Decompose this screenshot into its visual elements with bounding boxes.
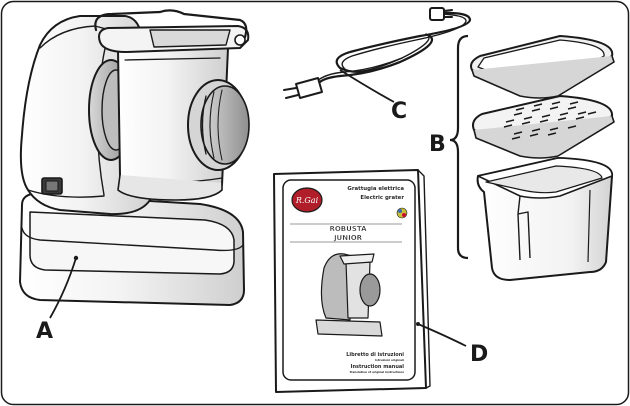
callout-b: B xyxy=(429,132,446,157)
appliance-connector xyxy=(429,7,453,21)
pressure-lever xyxy=(158,9,248,42)
language-flag-icon xyxy=(396,207,408,219)
callout-d: D xyxy=(470,342,488,367)
svg-text:R.Gai: R.Gai xyxy=(295,196,319,205)
container-lid xyxy=(470,35,615,99)
brand-logo: R.Gai xyxy=(291,187,323,213)
leader-dot-a xyxy=(73,255,79,261)
electric-grater-unit xyxy=(19,9,250,306)
manual-grater-image xyxy=(315,253,383,337)
bracket-b xyxy=(449,34,469,260)
manual-title-en: Electric grater xyxy=(360,195,404,201)
base-top-surface xyxy=(29,211,235,275)
callout-c: C xyxy=(391,99,407,124)
booklet-it-sub: Istruzioni originali xyxy=(375,358,404,362)
product-name-line1: ROBUSTA xyxy=(329,225,367,233)
power-switch-icon xyxy=(41,177,63,195)
leader-line-d xyxy=(417,323,467,347)
instruction-manual: R.Gai Grattugia elettrica Electric grate… xyxy=(273,169,431,393)
booklet-en: Instruction manual xyxy=(351,364,405,370)
leader-line-a xyxy=(49,257,77,319)
booklet-en-sub: Translation of original instructions xyxy=(349,370,404,374)
booklet-it: Libretto di istruzioni xyxy=(346,352,404,358)
tray-slots xyxy=(503,101,597,140)
callout-a: A xyxy=(36,319,53,344)
leader-line-c xyxy=(339,69,395,103)
collection-container xyxy=(476,157,614,281)
power-plug-icon xyxy=(283,77,323,99)
grating-tray xyxy=(472,95,615,159)
manual-title-it: Grattugia elettrica xyxy=(347,186,404,192)
container-set xyxy=(470,35,615,281)
product-name-line2: JUNIOR xyxy=(333,234,363,242)
leader-dot-d xyxy=(416,322,420,326)
